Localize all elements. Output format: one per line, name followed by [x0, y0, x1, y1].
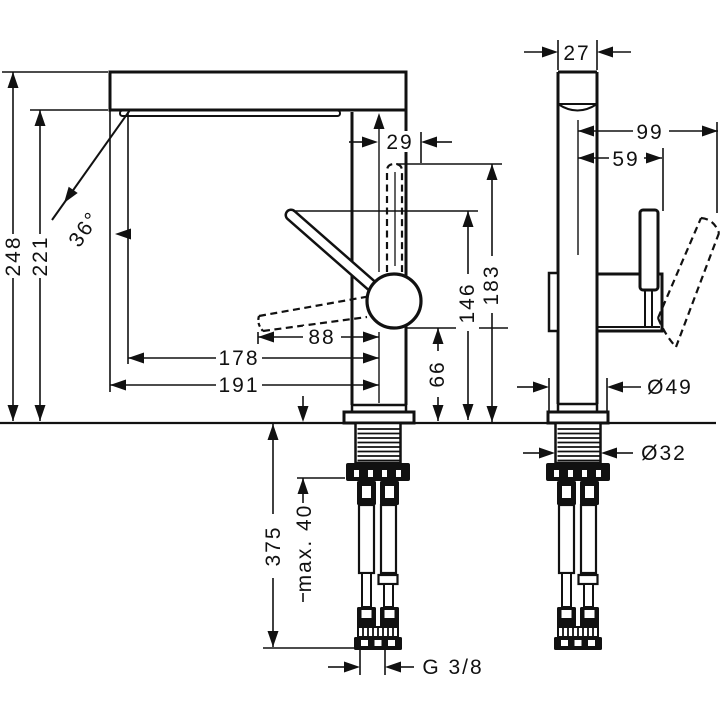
dim-label-178: 178 — [218, 347, 259, 370]
spout — [108, 70, 408, 112]
dim-label-36deg: 36° — [64, 207, 105, 251]
side-handle-lever — [638, 208, 660, 292]
dim-label-g38: G 3/8 — [422, 656, 483, 679]
dim-label-221: 221 — [29, 235, 52, 276]
handle-pivot-sphere — [365, 272, 423, 330]
side-base-flange — [546, 410, 610, 425]
side-body-column — [556, 70, 599, 404]
dim-label-59: 59 — [612, 148, 639, 171]
side-handle-dashed — [656, 216, 720, 348]
dim-label-dia49: Ø49 — [647, 376, 693, 399]
shank-and-hoses — [344, 421, 412, 652]
dim-label-99: 99 — [636, 121, 663, 144]
dim-label-88: 88 — [308, 326, 335, 349]
handle-lever — [284, 208, 379, 293]
dim-label-66: 66 — [426, 360, 449, 387]
label-backgrounds — [2, 120, 669, 593]
base-flange — [342, 410, 416, 425]
dimension-lines — [2, 40, 718, 675]
cartridge-housing — [595, 272, 664, 333]
dim-label-248: 248 — [2, 235, 25, 276]
dim-label-191: 191 — [218, 374, 259, 397]
dimension-labels: 248 221 36° 29 88 178 191 66 146 183 375… — [2, 42, 693, 679]
aerator-strip — [119, 109, 341, 117]
side-body-bump — [547, 271, 560, 333]
front-view — [108, 70, 423, 652]
handle-lever-dashed — [257, 294, 372, 333]
dim-label-27: 27 — [563, 42, 590, 65]
dim-label-max40: max. 40 — [293, 504, 316, 593]
side-shank-and-hoses — [544, 421, 612, 652]
faucet-body-column — [350, 110, 408, 405]
dim-label-183: 183 — [480, 264, 503, 305]
dim-label-146: 146 — [456, 282, 479, 323]
dim-label-dia32: Ø32 — [641, 442, 687, 465]
pullout-spray-dashed — [385, 162, 404, 272]
side-spout-outlet — [557, 103, 598, 112]
side-view — [544, 70, 720, 652]
dim-label-29: 29 — [386, 131, 413, 154]
side-handle-joint — [644, 290, 653, 326]
dim-label-375: 375 — [262, 525, 285, 566]
